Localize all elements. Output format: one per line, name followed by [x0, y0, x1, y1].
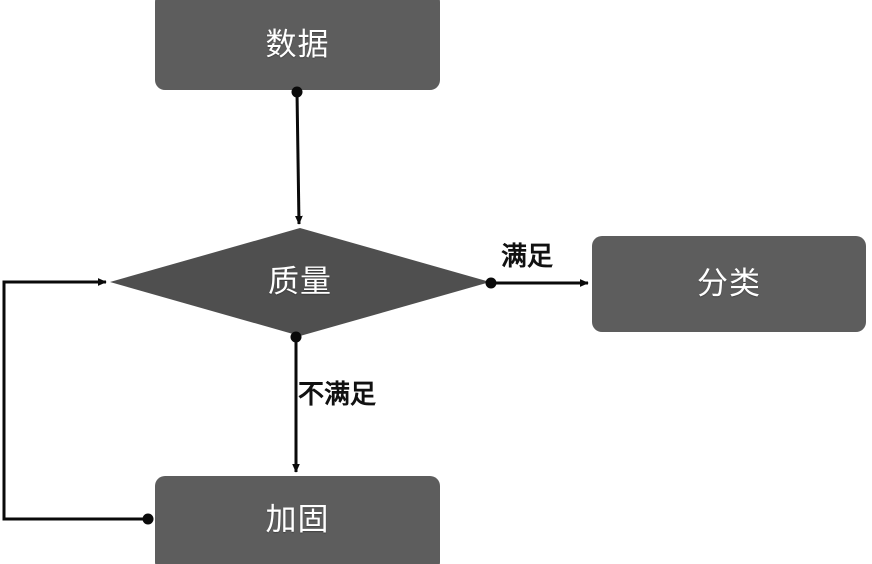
- edge-label-satisfied: 满足: [501, 242, 554, 272]
- node-classify-shape[interactable]: [592, 236, 866, 332]
- edge-quality-to-classify: [485, 277, 589, 289]
- node-reinforce-label: 加固: [265, 501, 330, 538]
- node-reinforce-shape[interactable]: [155, 476, 440, 564]
- edge-path: [2, 278, 148, 521]
- edge-label-not-satisfied: 不满足: [298, 380, 377, 410]
- node-reinforce[interactable]: 加固: [155, 476, 440, 564]
- node-quality[interactable]: 质量: [110, 228, 490, 336]
- edge-reinforce-to-quality: [2, 278, 154, 525]
- node-quality-label: 质量: [268, 263, 332, 300]
- node-data[interactable]: 数据: [155, 0, 440, 90]
- node-classify-label: 分类: [697, 265, 761, 302]
- edge-data-to-quality: [291, 86, 303, 225]
- node-data-shape[interactable]: [155, 0, 440, 90]
- node-quality-shape[interactable]: [110, 228, 490, 336]
- node-classify[interactable]: 分类: [592, 236, 866, 332]
- edge-line: [294, 91, 303, 225]
- edge-quality-to-reinforce: [290, 331, 302, 473]
- node-data-label: 数据: [265, 26, 330, 63]
